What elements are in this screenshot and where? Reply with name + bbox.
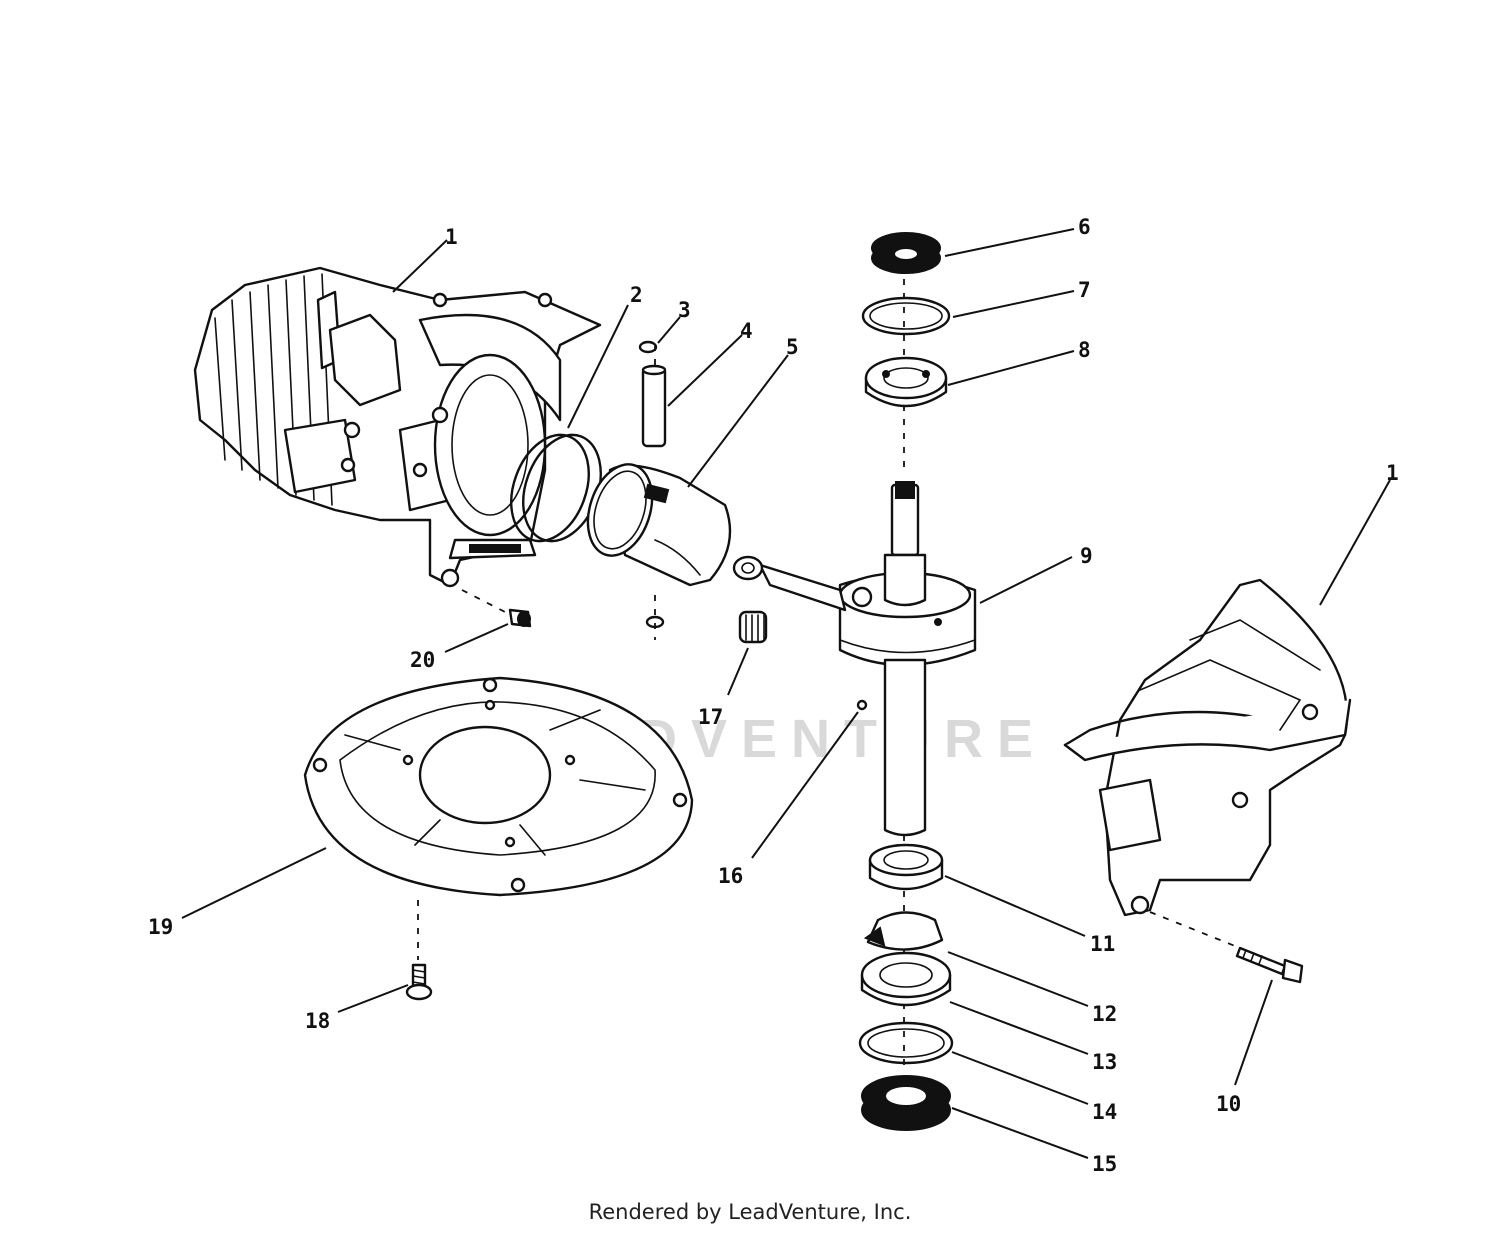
circlip-part [638, 340, 658, 354]
mounting-plate-part [303, 676, 694, 897]
callout-16: 16 [718, 864, 743, 888]
wrist-pin-part [641, 364, 667, 448]
callout-12: 12 [1092, 1002, 1117, 1026]
retaining-ring-lower-part [858, 1021, 954, 1065]
callout-20: 20 [410, 648, 435, 672]
needle-bearing-part [738, 610, 768, 644]
callout-labels: 1 2 3 4 5 6 7 8 9 1 10 11 12 13 14 15 16… [148, 215, 1399, 1176]
crankcase-cylinder-part [193, 266, 602, 588]
leader-lines [181, 228, 1391, 1159]
callout-6: 6 [1078, 215, 1091, 239]
crankshaft-part [838, 481, 977, 837]
connecting-rod-part [732, 555, 847, 612]
piston-part [586, 463, 732, 587]
oil-seal-lower-part [861, 1075, 951, 1131]
callout-4: 4 [740, 319, 753, 343]
callout-1-right: 1 [1386, 461, 1399, 485]
callout-7: 7 [1078, 278, 1091, 302]
callout-17: 17 [698, 705, 723, 729]
callout-2: 2 [630, 283, 643, 307]
callout-18: 18 [305, 1009, 330, 1033]
render-credit: Rendered by LeadVenture, Inc. [588, 1200, 912, 1224]
oil-seal-top-part [871, 232, 941, 274]
callout-10: 10 [1216, 1092, 1241, 1116]
callout-3: 3 [678, 298, 691, 322]
bearing-top-part [864, 356, 948, 408]
crankcase-half-part [1063, 578, 1352, 917]
seal-lower-part [868, 843, 944, 891]
callout-15: 15 [1092, 1152, 1117, 1176]
dowel-pin-part [508, 608, 532, 628]
circlip-lower-part [645, 615, 665, 629]
clip-lower-part [863, 911, 944, 951]
callout-13: 13 [1092, 1050, 1117, 1074]
callout-9: 9 [1080, 544, 1093, 568]
callout-1-left: 1 [445, 225, 458, 249]
callout-14: 14 [1092, 1100, 1117, 1124]
bearing-lower-part [860, 951, 952, 1007]
callout-19: 19 [148, 915, 173, 939]
callout-5: 5 [786, 335, 799, 359]
screw-part [405, 963, 433, 1001]
bolt-part [1235, 946, 1304, 984]
callout-11: 11 [1090, 932, 1115, 956]
callout-8: 8 [1078, 338, 1091, 362]
check-ball-part [856, 699, 868, 711]
retaining-ring-top-part [861, 296, 951, 336]
